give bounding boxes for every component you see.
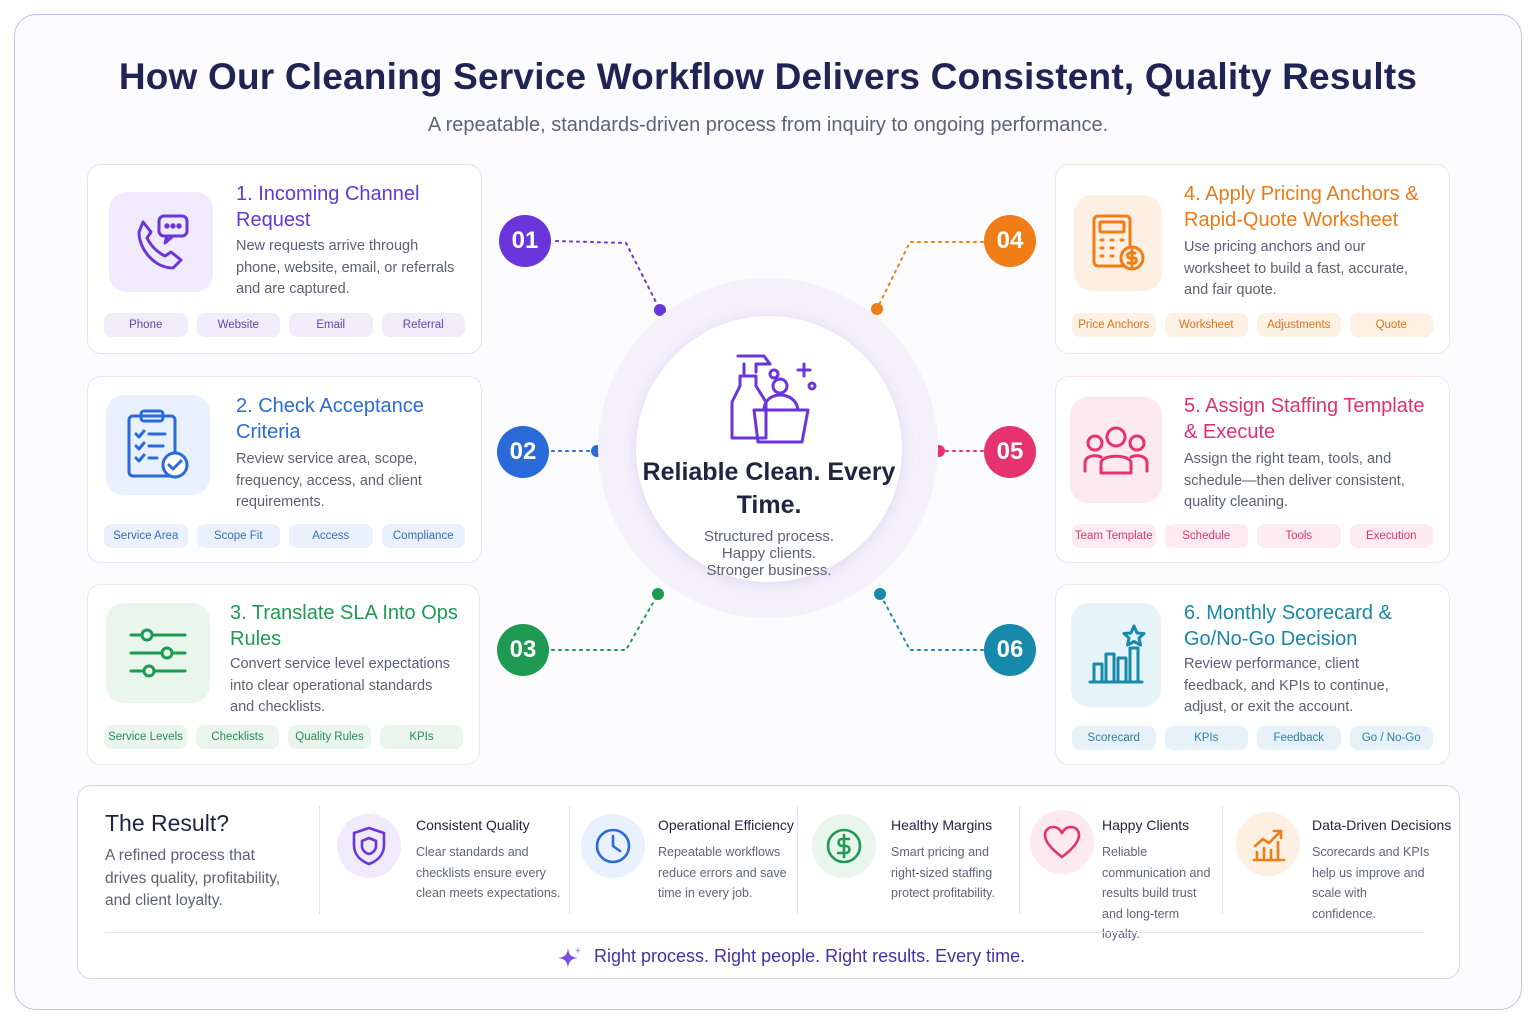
tag-chip: Email xyxy=(289,313,373,337)
benefit-desc: Smart pricing and right-sized staffing p… xyxy=(891,845,995,900)
benefit-desc: Scorecards and KPIs help us improve and … xyxy=(1312,845,1430,921)
benefit-title: Consistent Quality xyxy=(416,817,530,833)
tag-chip: Tools xyxy=(1257,524,1341,548)
divider xyxy=(797,806,798,914)
result-description: A refined process that drives quality, p… xyxy=(105,847,281,909)
trend-chart-icon xyxy=(1236,812,1300,876)
benefit-desc: Reliable communication and results build… xyxy=(1102,845,1211,941)
tag-chip: Schedule xyxy=(1164,524,1248,548)
step-tags-1: Phone Website Email Referral xyxy=(104,313,465,337)
step-desc-2: Review service area, scope, frequency, a… xyxy=(236,451,422,510)
phone-chat-icon xyxy=(109,192,213,292)
step-card-2: 2. Check Acceptance Criteria Review serv… xyxy=(87,376,482,563)
tag-chip: Go / No-Go xyxy=(1349,726,1433,750)
benefit-title: Operational Efficiency xyxy=(658,817,794,833)
tag-chip: Checklists xyxy=(196,725,279,749)
calculator-dollar-icon xyxy=(1074,195,1162,291)
step-title-6: 6. Monthly Scorecard & Go/No-Go Decision xyxy=(1184,602,1392,650)
step-tags-2: Service Area Scope Fit Access Compliance xyxy=(104,524,465,548)
step-tags-4: Price Anchors Worksheet Adjustments Quot… xyxy=(1072,313,1433,337)
step-title-1: 1. Incoming Channel Request xyxy=(236,183,420,231)
step-badge-03: 03 xyxy=(497,624,549,676)
step-title-5: 5. Assign Staffing Template & Execute xyxy=(1184,395,1425,443)
clipboard-check-icon xyxy=(106,395,210,495)
tag-chip: Quote xyxy=(1349,313,1433,337)
divider xyxy=(569,806,570,914)
connector-dot-06 xyxy=(874,588,886,600)
tag-chip: Team Template xyxy=(1072,524,1156,548)
step-badge-04: 04 xyxy=(984,215,1036,267)
step-badge-01: 01 xyxy=(499,215,551,267)
sliders-icon xyxy=(106,603,210,703)
page-title: How Our Cleaning Service Workflow Delive… xyxy=(118,56,1418,97)
result-panel xyxy=(77,785,1460,979)
result-heading: The Result? xyxy=(105,810,230,836)
tag-chip: Service Area xyxy=(104,524,188,548)
step-tags-3: Service Levels Checklists Quality Rules … xyxy=(104,725,463,749)
tag-chip: Service Levels xyxy=(104,725,187,749)
dollar-icon xyxy=(812,814,876,878)
clock-icon xyxy=(581,814,645,878)
benefit-desc: Repeatable workflows reduce errors and s… xyxy=(658,845,787,900)
center-subtitle: Structured process. Happy clients. Stron… xyxy=(703,528,835,579)
tag-chip: KPIs xyxy=(1164,726,1248,750)
step-desc-6: Review performance, client feedback, and… xyxy=(1184,656,1389,715)
step-card-5: 5. Assign Staffing Template & Execute As… xyxy=(1055,376,1450,563)
connector-dot-03 xyxy=(652,588,664,600)
tag-chip: Access xyxy=(289,524,373,548)
step-badge-02: 02 xyxy=(497,426,549,478)
step-card-6: 6. Monthly Scorecard & Go/No-Go Decision… xyxy=(1055,584,1450,765)
sparkle-icon xyxy=(558,947,581,968)
step-badge-05: 05 xyxy=(984,426,1036,478)
step-card-1: 1. Incoming Channel Request New requests… xyxy=(87,164,482,354)
divider xyxy=(1019,806,1020,914)
step-tags-6: Scorecard KPIs Feedback Go / No-Go xyxy=(1072,726,1433,750)
step-desc-5: Assign the right team, tools, and schedu… xyxy=(1184,451,1405,510)
tag-chip: Worksheet xyxy=(1164,313,1248,337)
step-desc-1: New requests arrive through phone, websi… xyxy=(236,238,455,297)
tag-chip: Adjustments xyxy=(1257,313,1341,337)
divider xyxy=(105,932,1425,933)
center-title: Reliable Clean. Every Time. xyxy=(642,458,896,519)
tag-chip: Quality Rules xyxy=(288,725,371,749)
team-icon xyxy=(1070,397,1162,503)
step-title-3: 3. Translate SLA Into Ops Rules xyxy=(230,602,458,650)
step-badge-06: 06 xyxy=(984,624,1036,676)
step-card-4: 4. Apply Pricing Anchors & Rapid-Quote W… xyxy=(1055,164,1450,354)
step-desc-3: Convert service level expectations into … xyxy=(230,656,451,715)
benefit-title: Data-Driven Decisions xyxy=(1312,817,1452,833)
divider xyxy=(319,806,320,914)
bar-chart-star-icon xyxy=(1071,603,1161,707)
step-title-4: 4. Apply Pricing Anchors & Rapid-Quote W… xyxy=(1184,183,1419,231)
tag-chip: Compliance xyxy=(381,524,465,548)
shield-icon xyxy=(337,814,401,878)
heart-icon xyxy=(1030,810,1094,874)
tagline: Right process. Right people. Right resul… xyxy=(594,946,1026,966)
tag-chip: KPIs xyxy=(380,725,463,749)
benefit-title: Happy Clients xyxy=(1102,817,1190,833)
tag-chip: Execution xyxy=(1349,524,1433,548)
tag-chip: Feedback xyxy=(1257,726,1341,750)
benefit-title: Healthy Margins xyxy=(891,817,993,833)
step-title-2: 2. Check Acceptance Criteria xyxy=(236,395,424,443)
tag-chip: Price Anchors xyxy=(1072,313,1156,337)
page-subtitle: A repeatable, standards-driven process f… xyxy=(427,114,1109,136)
connector-dot-04 xyxy=(871,303,883,315)
step-card-3: 3. Translate SLA Into Ops Rules Convert … xyxy=(87,584,480,765)
tag-chip: Phone xyxy=(104,313,188,337)
cleaning-supplies-icon xyxy=(730,354,817,444)
tag-chip: Website xyxy=(196,313,280,337)
step-tags-5: Team Template Schedule Tools Execution xyxy=(1072,524,1433,548)
tag-chip: Scope Fit xyxy=(196,524,280,548)
tag-chip: Referral xyxy=(381,313,465,337)
tag-chip: Scorecard xyxy=(1072,726,1156,750)
benefit-desc: Clear standards and checklists ensure ev… xyxy=(416,845,561,900)
step-desc-4: Use pricing anchors and our worksheet to… xyxy=(1184,239,1409,298)
divider xyxy=(1222,806,1223,914)
